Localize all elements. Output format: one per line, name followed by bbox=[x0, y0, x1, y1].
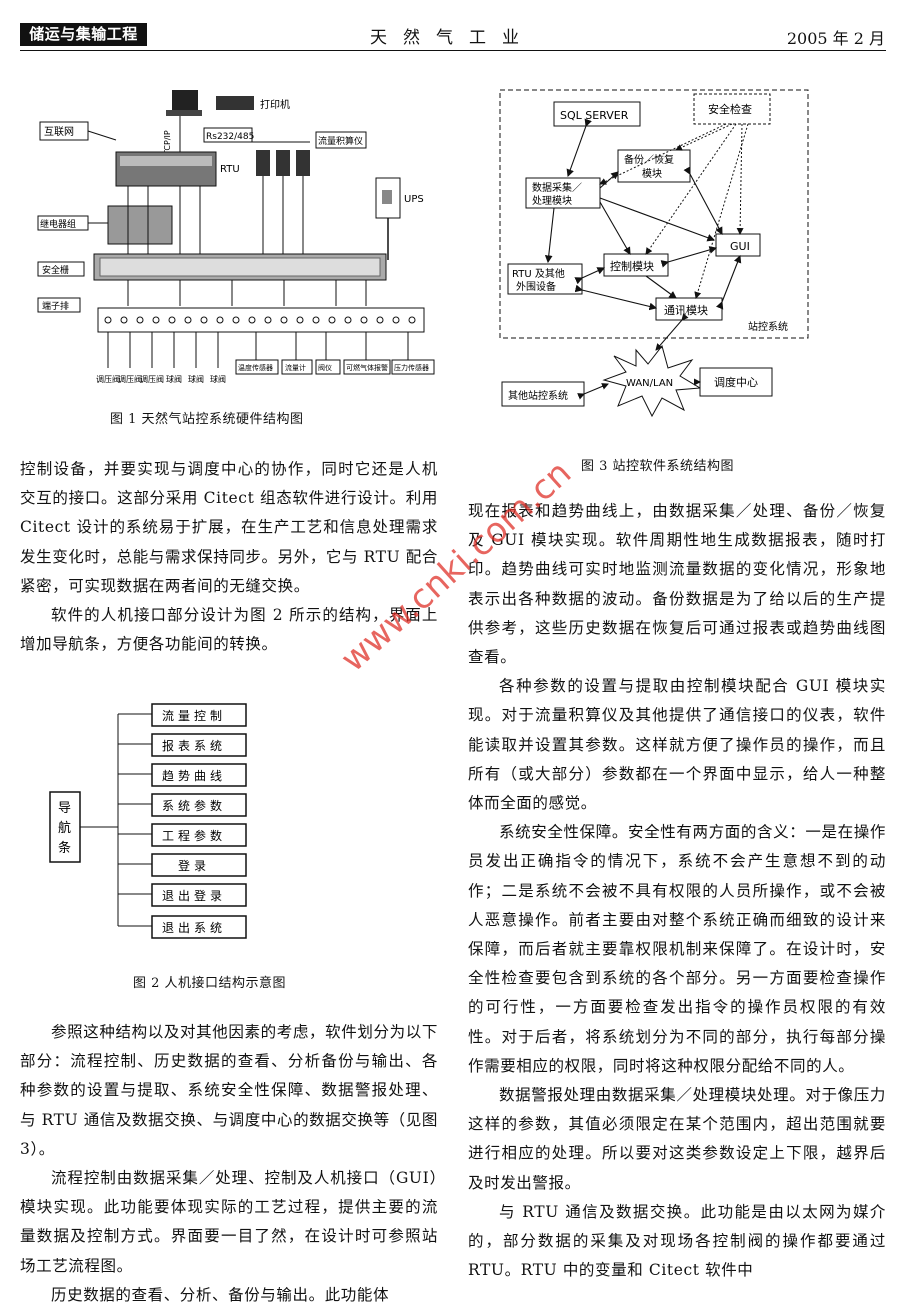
paragraph-right-1: 现在报表和趋势曲线上，由数据采集／处理、备份／恢复及 GUI 模块实现。软件周期… bbox=[468, 502, 886, 667]
nav-item-exit-system: 退出系统 bbox=[162, 921, 226, 935]
paragraph-right-4: 数据警报处理由数据采集／处理模块处理。对于像压力这样的参数，其值必须限定在某个范… bbox=[468, 1086, 886, 1192]
figure2-hmi-diagram: 导 航 条 流量控制 报表系统 趋势曲线 系统参数 工程参数 登录 退出登录 退… bbox=[49, 703, 247, 939]
left-column-lower: 参照这种结构以及对其他因素的考虑，软件划分为以下部分：流程控制、历史数据的查看、… bbox=[20, 1018, 438, 1310]
valve-label-5: 球阀 bbox=[188, 374, 204, 384]
rs-label: Rs232/485 bbox=[206, 132, 254, 142]
header-rule bbox=[20, 50, 886, 51]
figure2-caption: 图 2 人机接口结构示意图 bbox=[133, 976, 287, 991]
nav-item-logout: 退出登录 bbox=[162, 888, 226, 903]
node-rtu-line1: RTU 及其他 bbox=[512, 267, 565, 280]
device-label-5: 压力传感器 bbox=[394, 363, 429, 372]
figure1-hardware-diagram: 打印机 互联网 TCP/IP Rs232/485 RTU 流量积算仪 UPS 继… bbox=[37, 90, 435, 384]
node-comm: 通讯模块 bbox=[664, 304, 708, 317]
paragraph-right-3: 系统安全性保障。安全性有两方面的含义：一是在操作员发出正确指令的情况下，系统不会… bbox=[468, 823, 886, 1075]
valve-label-3: 调压阀 bbox=[140, 375, 164, 384]
valve-label-6: 球阀 bbox=[210, 374, 226, 384]
valve-label-1: 调压阀 bbox=[96, 375, 120, 384]
node-gui: GUI bbox=[730, 240, 750, 253]
node-wan: WAN/LAN bbox=[626, 378, 673, 389]
relay-label: 继电器组 bbox=[40, 218, 76, 230]
terminal-label: 端子排 bbox=[42, 300, 69, 312]
node-backup-line2: 模块 bbox=[642, 168, 662, 180]
device-label-1: 温度传感器 bbox=[238, 363, 273, 372]
node-other-station: 其他站控系统 bbox=[508, 389, 568, 402]
station-system-label: 站控系统 bbox=[748, 320, 788, 333]
nav-item-engineering-params: 工程参数 bbox=[162, 828, 226, 843]
node-safety: 安全检查 bbox=[708, 102, 752, 116]
internet-label: 互联网 bbox=[44, 126, 74, 138]
section-tag: 储运与集输工程 bbox=[20, 23, 147, 46]
paragraph-right-2: 各种参数的设置与提取由控制模块配合 GUI 模块实现。对于流量积算仪及其他提供了… bbox=[468, 677, 886, 813]
node-control: 控制模块 bbox=[610, 259, 654, 273]
node-dispatch: 调度中心 bbox=[714, 375, 758, 389]
nav-item-flow-control: 流量控制 bbox=[162, 709, 226, 723]
nav-item-report-system: 报表系统 bbox=[162, 738, 226, 753]
nav-char-3: 条 bbox=[58, 840, 71, 856]
node-sql: SQL SERVER bbox=[560, 109, 629, 122]
paragraph-left-3: 参照这种结构以及对其他因素的考虑，软件划分为以下部分：流程控制、历史数据的查看、… bbox=[20, 1023, 438, 1158]
valve-label-4: 球阀 bbox=[166, 374, 182, 384]
paragraph-left-2: 软件的人机接口部分设计为图 2 所示的结构，界面上增加导航条，方便各功能间的转换… bbox=[20, 606, 438, 654]
paragraph-left-4: 流程控制由数据采集／处理、控制及人机接口（GUI）模块实现。此功能要体现实际的工… bbox=[20, 1169, 438, 1275]
paragraph-right-5: 与 RTU 通信及数据交换。此功能是由以太网为媒介的，部分数据的采集及对现场各控… bbox=[468, 1202, 886, 1280]
issue-date: 2005 年 2 月 bbox=[786, 29, 885, 48]
valve-label-2: 调压阀 bbox=[118, 375, 142, 384]
figure3-software-diagram: SQL SERVER 安全检查 备份／恢复 模块 数据采集／ 处理模块 GUI … bbox=[499, 89, 809, 418]
paragraph-left-1: 控制设备，并要实现与调度中心的协作，同时它还是人机交互的接口。这部分采用 Cit… bbox=[20, 460, 438, 595]
nav-item-system-params: 系统参数 bbox=[162, 798, 226, 813]
node-backup-line1: 备份／恢复 bbox=[624, 153, 674, 166]
node-daq-line1: 数据采集／ bbox=[532, 181, 582, 194]
ups-label: UPS bbox=[404, 194, 424, 205]
printer-label: 打印机 bbox=[260, 98, 290, 111]
rtu-label: RTU bbox=[220, 164, 240, 175]
device-label-2: 流量计 bbox=[285, 363, 306, 372]
flow-label: 流量积算仪 bbox=[318, 135, 363, 147]
figure3-caption: 图 3 站控软件系统结构图 bbox=[581, 459, 735, 474]
tcpip-label: TCP/IP bbox=[163, 130, 172, 156]
nav-char-1: 导 bbox=[58, 801, 71, 816]
node-daq-line2: 处理模块 bbox=[532, 195, 572, 207]
device-label-3: 阀仪 bbox=[318, 363, 332, 372]
node-rtu-line2: 外围设备 bbox=[516, 280, 556, 293]
nav-char-2: 航 bbox=[58, 820, 71, 836]
right-column: 现在报表和趋势曲线上，由数据采集／处理、备份／恢复及 GUI 模块实现。软件周期… bbox=[468, 497, 886, 1285]
barrier-label: 安全栅 bbox=[42, 264, 69, 276]
nav-item-trend-curve: 趋势曲线 bbox=[162, 769, 226, 783]
figure1-caption: 图 1 天然气站控系统硬件结构图 bbox=[110, 412, 304, 427]
device-label-4: 可燃气体报警 bbox=[346, 363, 388, 372]
paragraph-left-5: 历史数据的查看、分析、备份与输出。此功能体 bbox=[51, 1285, 390, 1304]
journal-title: 天然气工业 bbox=[370, 28, 535, 48]
left-column: 控制设备，并要实现与调度中心的协作，同时它还是人机交互的接口。这部分采用 Cit… bbox=[20, 455, 438, 659]
nav-item-login: 登录 bbox=[178, 858, 210, 873]
